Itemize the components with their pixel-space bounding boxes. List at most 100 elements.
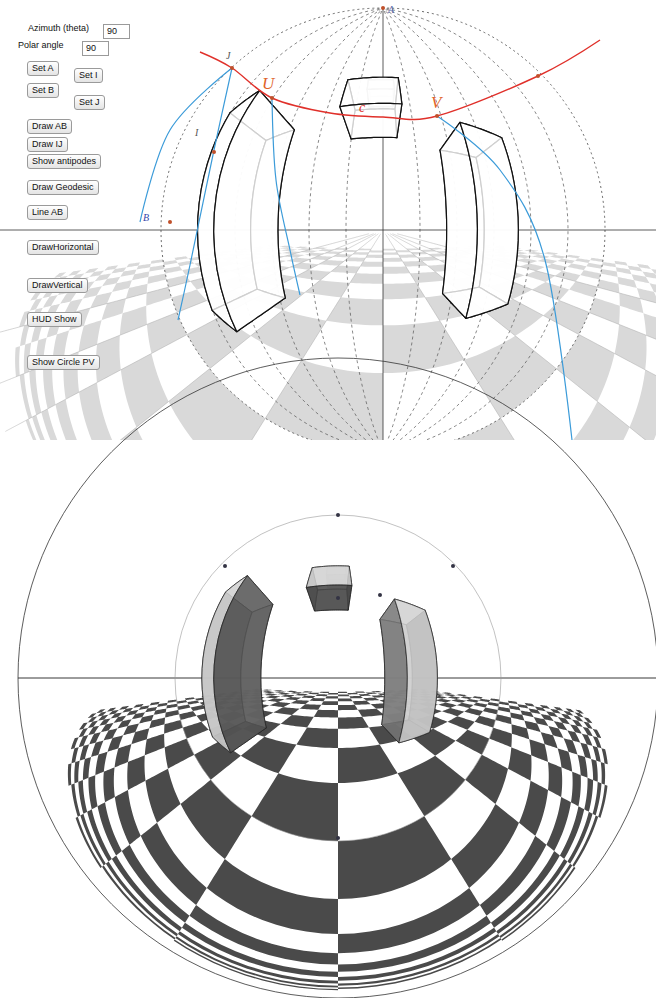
floor-tile bbox=[383, 252, 398, 255]
floor-tile bbox=[369, 250, 383, 252]
floor-tile bbox=[571, 772, 581, 807]
floor-tile bbox=[557, 259, 575, 264]
floor-tile bbox=[290, 692, 302, 694]
value-input: 90 bbox=[103, 24, 130, 39]
floor-tile bbox=[338, 717, 369, 729]
control-text: DrawHorizontal bbox=[32, 242, 94, 252]
floor-tile bbox=[262, 689, 272, 690]
point-dot bbox=[168, 220, 172, 224]
floor-tile bbox=[79, 383, 114, 440]
floor-tile bbox=[601, 269, 618, 277]
point-dot bbox=[378, 593, 382, 597]
floor-tile bbox=[264, 694, 277, 696]
point-dot bbox=[336, 836, 340, 840]
floor-tile bbox=[615, 261, 628, 266]
floor-tile bbox=[524, 250, 539, 252]
floor-tile bbox=[556, 334, 614, 401]
point-dot bbox=[381, 6, 385, 10]
floor-tile bbox=[447, 716, 474, 730]
floor-tile bbox=[103, 767, 114, 802]
control-text: Line AB bbox=[32, 207, 63, 217]
floor-tile bbox=[643, 313, 656, 344]
horizon-line bbox=[0, 230, 656, 231]
floor-tile bbox=[495, 714, 511, 724]
point-dot bbox=[270, 96, 274, 100]
floor-tile bbox=[566, 255, 580, 259]
control-button: Set J bbox=[74, 95, 105, 110]
curve-label: c bbox=[359, 100, 365, 115]
geodesic-curve bbox=[200, 40, 600, 119]
point-dot bbox=[336, 513, 340, 517]
floor-tile bbox=[508, 701, 518, 704]
control-button: Show antipodes bbox=[27, 154, 101, 169]
floor-tile bbox=[516, 258, 538, 263]
control-text: Set J bbox=[79, 97, 100, 107]
floor-tile bbox=[154, 709, 167, 715]
floor-tile bbox=[338, 888, 480, 953]
floor-line bbox=[392, 234, 656, 388]
point-label: V bbox=[431, 94, 441, 113]
floor-tile bbox=[456, 694, 467, 696]
floor-tile bbox=[363, 698, 379, 701]
floor-tile bbox=[490, 698, 499, 701]
floor-tile bbox=[651, 269, 656, 275]
floor-tile bbox=[591, 759, 598, 782]
floor-tile bbox=[428, 248, 443, 250]
floor-tile bbox=[637, 264, 651, 269]
floor-tile bbox=[281, 695, 295, 697]
floor-tile bbox=[347, 693, 358, 695]
floor-tile bbox=[267, 698, 285, 702]
floor-tile bbox=[15, 346, 20, 377]
floor-tile bbox=[447, 696, 460, 699]
floor-tile bbox=[157, 703, 167, 707]
inner-circle bbox=[175, 515, 501, 841]
point-dot bbox=[451, 564, 455, 568]
meridian bbox=[346, 10, 382, 440]
point-label: U bbox=[262, 75, 274, 94]
floor-tile bbox=[324, 251, 342, 254]
floor-tile bbox=[565, 708, 574, 712]
control-button: Set B bbox=[27, 83, 59, 98]
vertical-axis bbox=[383, 8, 384, 440]
floor-tile bbox=[602, 262, 616, 267]
floor-tile bbox=[252, 773, 338, 841]
floor-tile bbox=[435, 699, 451, 703]
floor-tile bbox=[71, 737, 79, 749]
floor-tile bbox=[371, 695, 386, 697]
floor-tile bbox=[275, 691, 286, 692]
horizon-line bbox=[0, 678, 656, 679]
floor-tile bbox=[149, 718, 165, 729]
floor-tile bbox=[545, 264, 567, 271]
floor-tile bbox=[78, 780, 87, 814]
control-text: Set A bbox=[32, 63, 54, 73]
control-button: Set I bbox=[74, 68, 103, 83]
floor-tile bbox=[310, 698, 326, 701]
meridian bbox=[309, 10, 381, 440]
floor-tile bbox=[147, 312, 187, 353]
floor-tile bbox=[601, 748, 607, 764]
control-text: Show antipodes bbox=[32, 156, 96, 166]
floor-tile bbox=[615, 324, 647, 369]
floor-tile bbox=[149, 265, 164, 271]
control-text: Draw IJ bbox=[32, 139, 63, 149]
floor-tile bbox=[475, 716, 496, 728]
floor-tile bbox=[442, 692, 453, 694]
floor-tile bbox=[127, 755, 145, 790]
floor-tile bbox=[262, 691, 273, 692]
floor-tile bbox=[584, 717, 593, 723]
floor-tile bbox=[489, 728, 512, 748]
guide-curve bbox=[437, 116, 572, 440]
floor-tile bbox=[383, 283, 425, 299]
field-label: Azimuth (theta) bbox=[28, 24, 89, 34]
control-button: Draw IJ bbox=[27, 137, 68, 152]
meridian bbox=[384, 10, 420, 440]
floor-tile bbox=[338, 698, 352, 701]
floor-tile bbox=[451, 699, 466, 703]
floor-tile bbox=[338, 816, 451, 899]
floor-tile bbox=[344, 257, 365, 261]
control-text: Set I bbox=[79, 70, 98, 80]
floor-tile bbox=[281, 249, 297, 251]
floor-tile bbox=[145, 734, 165, 756]
floor-tile bbox=[269, 702, 290, 707]
